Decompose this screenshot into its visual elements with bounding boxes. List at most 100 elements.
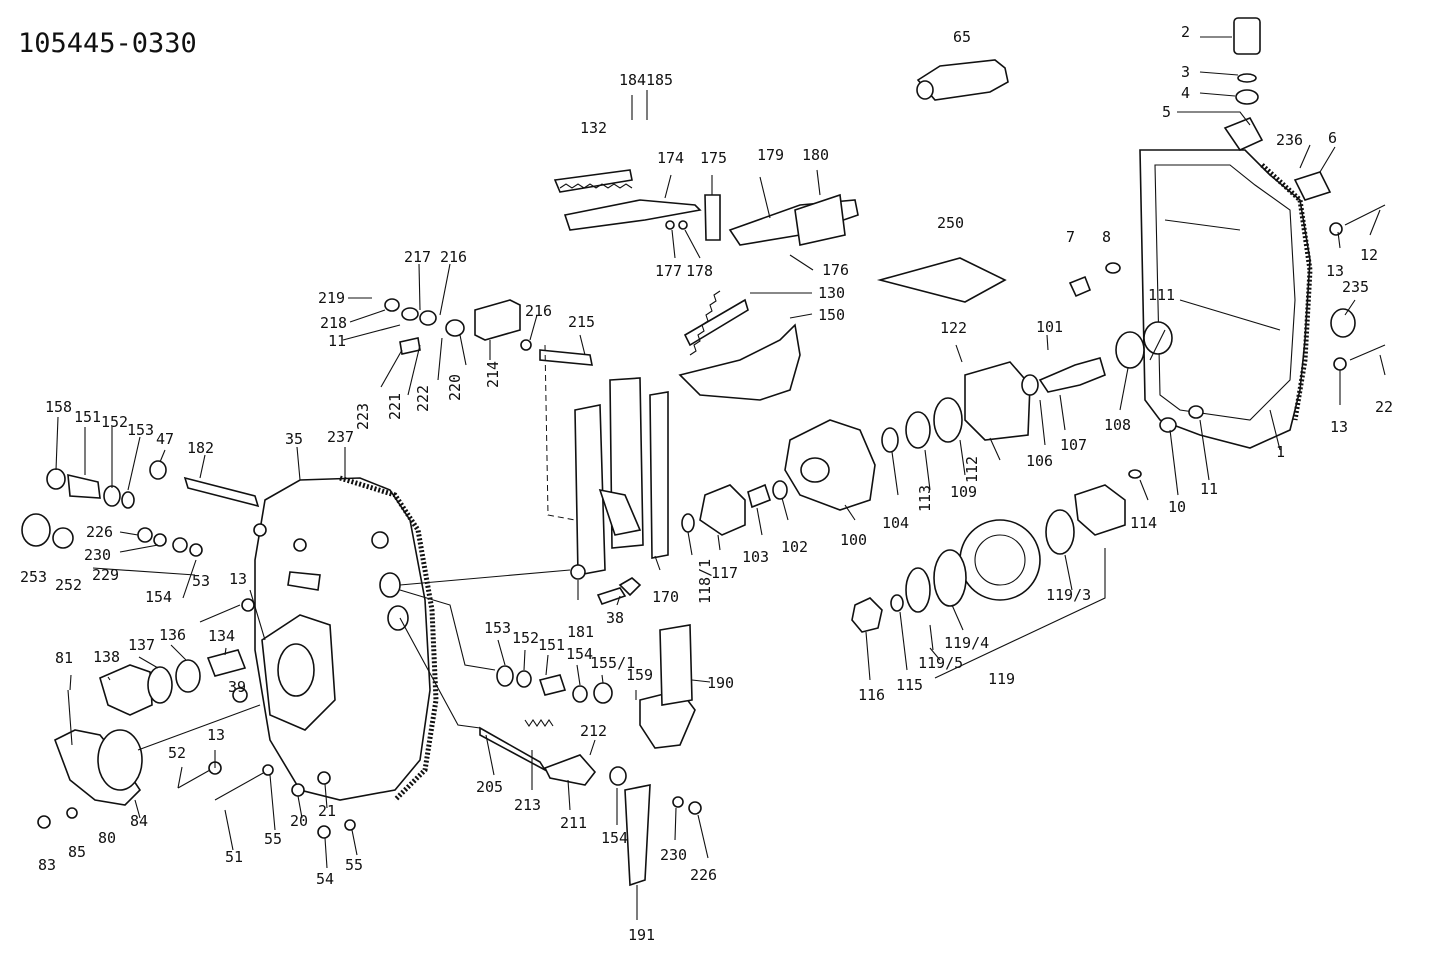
label-114: 114	[1130, 514, 1157, 532]
label-222: 222	[414, 385, 432, 412]
label-115: 115	[896, 676, 923, 694]
lower-center-parts	[479, 587, 702, 887]
label-136: 136	[159, 626, 186, 644]
label-174: 174	[657, 149, 684, 167]
diagram-title: 105445-0330	[18, 28, 197, 59]
label-6: 6	[1328, 129, 1337, 147]
label-111: 111	[1148, 286, 1175, 304]
label-175: 175	[700, 149, 727, 167]
small-parts-upper-left	[384, 298, 593, 366]
label-226-left: 226	[86, 523, 113, 541]
label-216-a: 216	[440, 248, 467, 266]
label-137: 137	[128, 636, 155, 654]
label-119-5: 119/5	[918, 654, 963, 672]
label-80: 80	[98, 829, 116, 847]
label-38: 38	[606, 609, 624, 627]
label-150: 150	[818, 306, 845, 324]
label-154-mid: 154	[566, 645, 593, 663]
label-11-left: 11	[328, 332, 346, 350]
label-158: 158	[45, 398, 72, 416]
label-55-b: 55	[345, 856, 363, 874]
label-51: 51	[225, 848, 243, 866]
label-8: 8	[1102, 228, 1111, 246]
springs	[524, 183, 633, 727]
union-fitting	[916, 59, 1009, 101]
label-185: 185	[646, 71, 673, 89]
label-215: 215	[568, 313, 595, 331]
label-182: 182	[187, 439, 214, 457]
label-235: 235	[1342, 278, 1369, 296]
label-52: 52	[168, 744, 186, 762]
label-219: 219	[318, 289, 345, 307]
governor-spring-130	[689, 290, 721, 356]
label-159: 159	[626, 666, 653, 684]
label-214: 214	[484, 361, 502, 388]
label-130: 130	[818, 284, 845, 302]
label-106: 106	[1026, 452, 1053, 470]
label-102: 102	[781, 538, 808, 556]
label-220: 220	[446, 374, 464, 401]
lever-assemblies-top	[553, 169, 859, 401]
right-side-bolts	[1068, 204, 1386, 371]
label-154-left: 154	[145, 588, 172, 606]
label-54: 54	[316, 870, 334, 888]
oil-filler-cap	[1223, 17, 1332, 201]
label-10: 10	[1168, 498, 1186, 516]
label-116: 116	[858, 686, 885, 704]
label-138: 138	[93, 648, 120, 666]
label-250: 250	[937, 214, 964, 232]
label-190: 190	[707, 674, 734, 692]
label-230-low: 230	[660, 846, 687, 864]
label-180: 180	[802, 146, 829, 164]
rod-182	[183, 476, 260, 508]
label-151-mid: 151	[538, 636, 565, 654]
label-112: 112	[963, 456, 981, 483]
label-153-mid: 153	[484, 619, 511, 637]
label-177: 177	[655, 262, 682, 280]
label-226-low: 226	[690, 866, 717, 884]
label-3: 3	[1181, 63, 1190, 81]
label-184: 184	[619, 71, 646, 89]
label-22: 22	[1375, 398, 1393, 416]
label-39: 39	[228, 678, 246, 696]
label-237: 237	[327, 428, 354, 446]
label-205: 205	[476, 778, 503, 796]
label-35: 35	[285, 430, 303, 448]
label-118-1: 118/1	[696, 559, 714, 604]
label-12: 12	[1360, 246, 1378, 264]
label-252: 252	[55, 576, 82, 594]
label-230-left: 230	[84, 546, 111, 564]
label-13-a: 13	[229, 570, 247, 588]
left-side-small-parts	[21, 460, 356, 839]
label-213: 213	[514, 796, 541, 814]
label-101: 101	[1036, 318, 1063, 336]
label-83: 83	[38, 856, 56, 874]
label-84: 84	[130, 812, 148, 830]
control-rack-levers	[570, 377, 669, 597]
label-4: 4	[1181, 84, 1190, 102]
label-132: 132	[580, 119, 607, 137]
label-217: 217	[404, 248, 431, 266]
label-223: 223	[354, 403, 372, 430]
label-107: 107	[1060, 436, 1087, 454]
label-154-low: 154	[601, 829, 628, 847]
label-122: 122	[940, 319, 967, 337]
cover-plate-250	[876, 257, 1007, 303]
label-119-3: 119/3	[1046, 586, 1091, 604]
label-85: 85	[68, 843, 86, 861]
label-117: 117	[711, 564, 738, 582]
label-81: 81	[55, 649, 73, 667]
label-21: 21	[318, 802, 336, 820]
label-218: 218	[320, 314, 347, 332]
label-211: 211	[560, 814, 587, 832]
label-55-a: 55	[264, 830, 282, 848]
label-13-right: 13	[1330, 418, 1348, 436]
label-221: 221	[386, 393, 404, 420]
label-47: 47	[156, 430, 174, 448]
label-119: 119	[988, 670, 1015, 688]
drive-gear-assembly	[851, 405, 1204, 679]
bearing-and-shaft	[881, 321, 1173, 453]
label-170: 170	[652, 588, 679, 606]
label-179: 179	[757, 146, 784, 164]
